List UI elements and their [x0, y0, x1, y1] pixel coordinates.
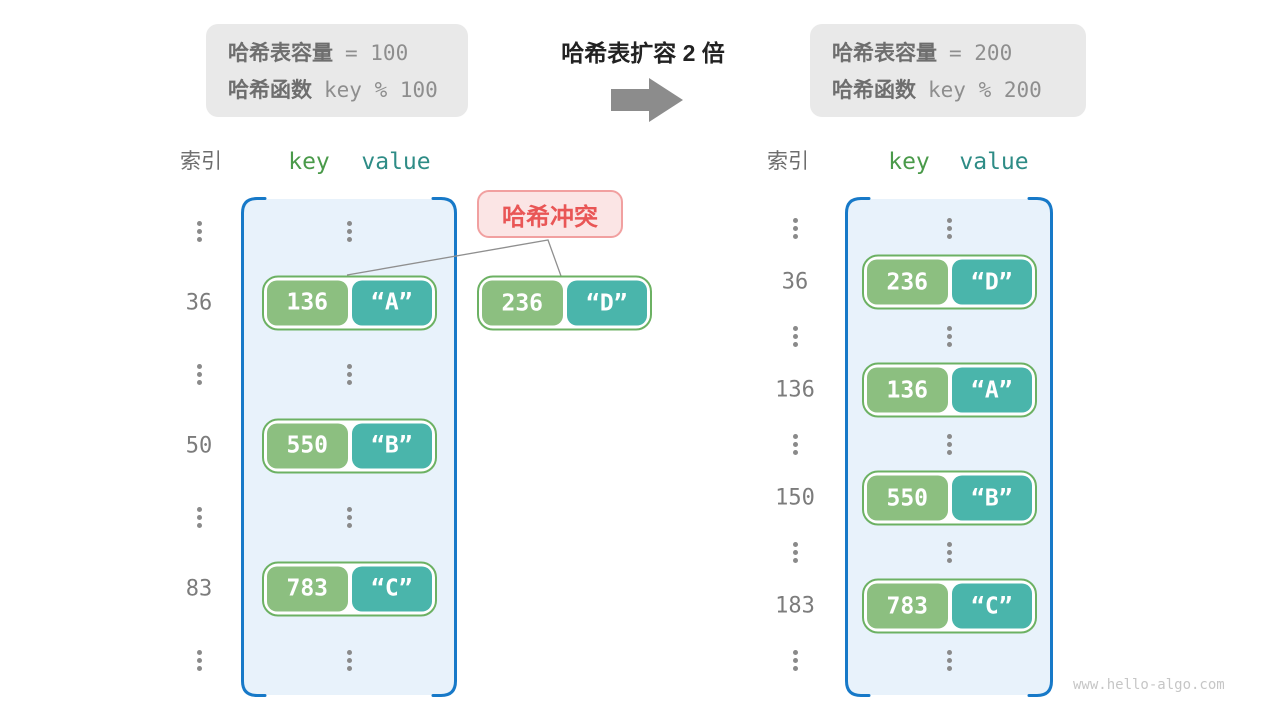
hash-function-line: 哈希函数 key % 200: [832, 74, 1086, 104]
ellipsis-dots: [792, 432, 798, 456]
ellipsis-dots: [196, 362, 202, 386]
index-label: 183: [775, 593, 815, 619]
capacity-box-before: 哈希表容量 = 100 哈希函数 key % 100: [206, 24, 468, 117]
ellipsis-dots: [946, 324, 952, 348]
value-cell: “C”: [351, 566, 432, 611]
ellipsis-dots: [196, 219, 202, 243]
capacity-value: = 200: [949, 41, 1013, 65]
kv-pair: 550“B”: [262, 418, 437, 473]
kv-pair-colliding: 236 “D”: [477, 275, 652, 331]
hash-function-label: 哈希函数: [228, 79, 312, 102]
capacity-label: 哈希表容量: [228, 42, 333, 65]
value-cell: “B”: [351, 423, 432, 468]
value-cell: “D”: [951, 259, 1032, 305]
index-label: 36: [185, 290, 213, 315]
kv-pair: 136“A”: [262, 275, 437, 330]
kv-pair: 550“B”: [862, 470, 1037, 526]
hash-table-frame-after: [845, 197, 1053, 697]
value-cell: “B”: [951, 475, 1032, 521]
key-cell: 550: [867, 475, 948, 521]
key-cell: 783: [867, 583, 948, 629]
hash-function-value: key % 200: [928, 78, 1042, 102]
ellipsis-dots: [196, 505, 202, 529]
kv-pair: 783“C”: [262, 561, 437, 616]
figure-title: 哈希表扩容 2 倍: [561, 40, 725, 66]
ellipsis-dots: [792, 540, 798, 564]
capacity-line: 哈希表容量 = 200: [832, 37, 1086, 67]
ellipsis-dots: [346, 648, 352, 672]
key-cell: 783: [267, 566, 348, 611]
index-label: 36: [781, 269, 809, 295]
kv-pair: 236“D”: [862, 254, 1037, 310]
ellipsis-dots: [792, 324, 798, 348]
index-label: 136: [775, 377, 815, 403]
value-cell: “A”: [951, 367, 1032, 413]
ellipsis-dots: [946, 216, 952, 240]
key-cell: 236: [867, 259, 948, 305]
column-header-index: 索引: [767, 150, 809, 173]
column-header-key: key: [288, 149, 330, 175]
column-header-value: value: [959, 149, 1029, 175]
ellipsis-dots: [346, 219, 352, 243]
column-header-index: 索引: [180, 150, 222, 173]
hash-function-value: key % 100: [324, 78, 438, 102]
key-cell: 136: [867, 367, 948, 413]
key-cell: 236: [482, 280, 563, 326]
ellipsis-dots: [346, 362, 352, 386]
collision-badge: 哈希冲突: [477, 190, 623, 238]
ellipsis-dots: [346, 505, 352, 529]
key-cell: 550: [267, 423, 348, 468]
column-header-value: value: [361, 149, 431, 175]
ellipsis-dots: [946, 432, 952, 456]
index-label: 83: [185, 576, 213, 601]
ellipsis-dots: [946, 648, 952, 672]
watermark: www.hello-algo.com: [1073, 677, 1225, 693]
value-cell: “C”: [951, 583, 1032, 629]
ellipsis-dots: [196, 648, 202, 672]
key-cell: 136: [267, 280, 348, 325]
ellipsis-dots: [792, 216, 798, 240]
index-label: 50: [185, 433, 213, 458]
capacity-box-after: 哈希表容量 = 200 哈希函数 key % 200: [810, 24, 1086, 117]
capacity-label: 哈希表容量: [832, 42, 937, 65]
ellipsis-dots: [946, 540, 952, 564]
kv-pair: 136“A”: [862, 362, 1037, 418]
capacity-line: 哈希表容量 = 100: [228, 37, 468, 67]
hash-function-line: 哈希函数 key % 100: [228, 74, 468, 104]
kv-pair: 783“C”: [862, 578, 1037, 634]
index-label: 150: [775, 485, 815, 511]
value-cell: “A”: [351, 280, 432, 325]
hash-function-label: 哈希函数: [832, 79, 916, 102]
value-cell: “D”: [566, 280, 647, 326]
capacity-value: = 100: [345, 41, 409, 65]
ellipsis-dots: [792, 648, 798, 672]
expand-arrow-icon: [611, 78, 683, 122]
column-header-key: key: [888, 149, 930, 175]
